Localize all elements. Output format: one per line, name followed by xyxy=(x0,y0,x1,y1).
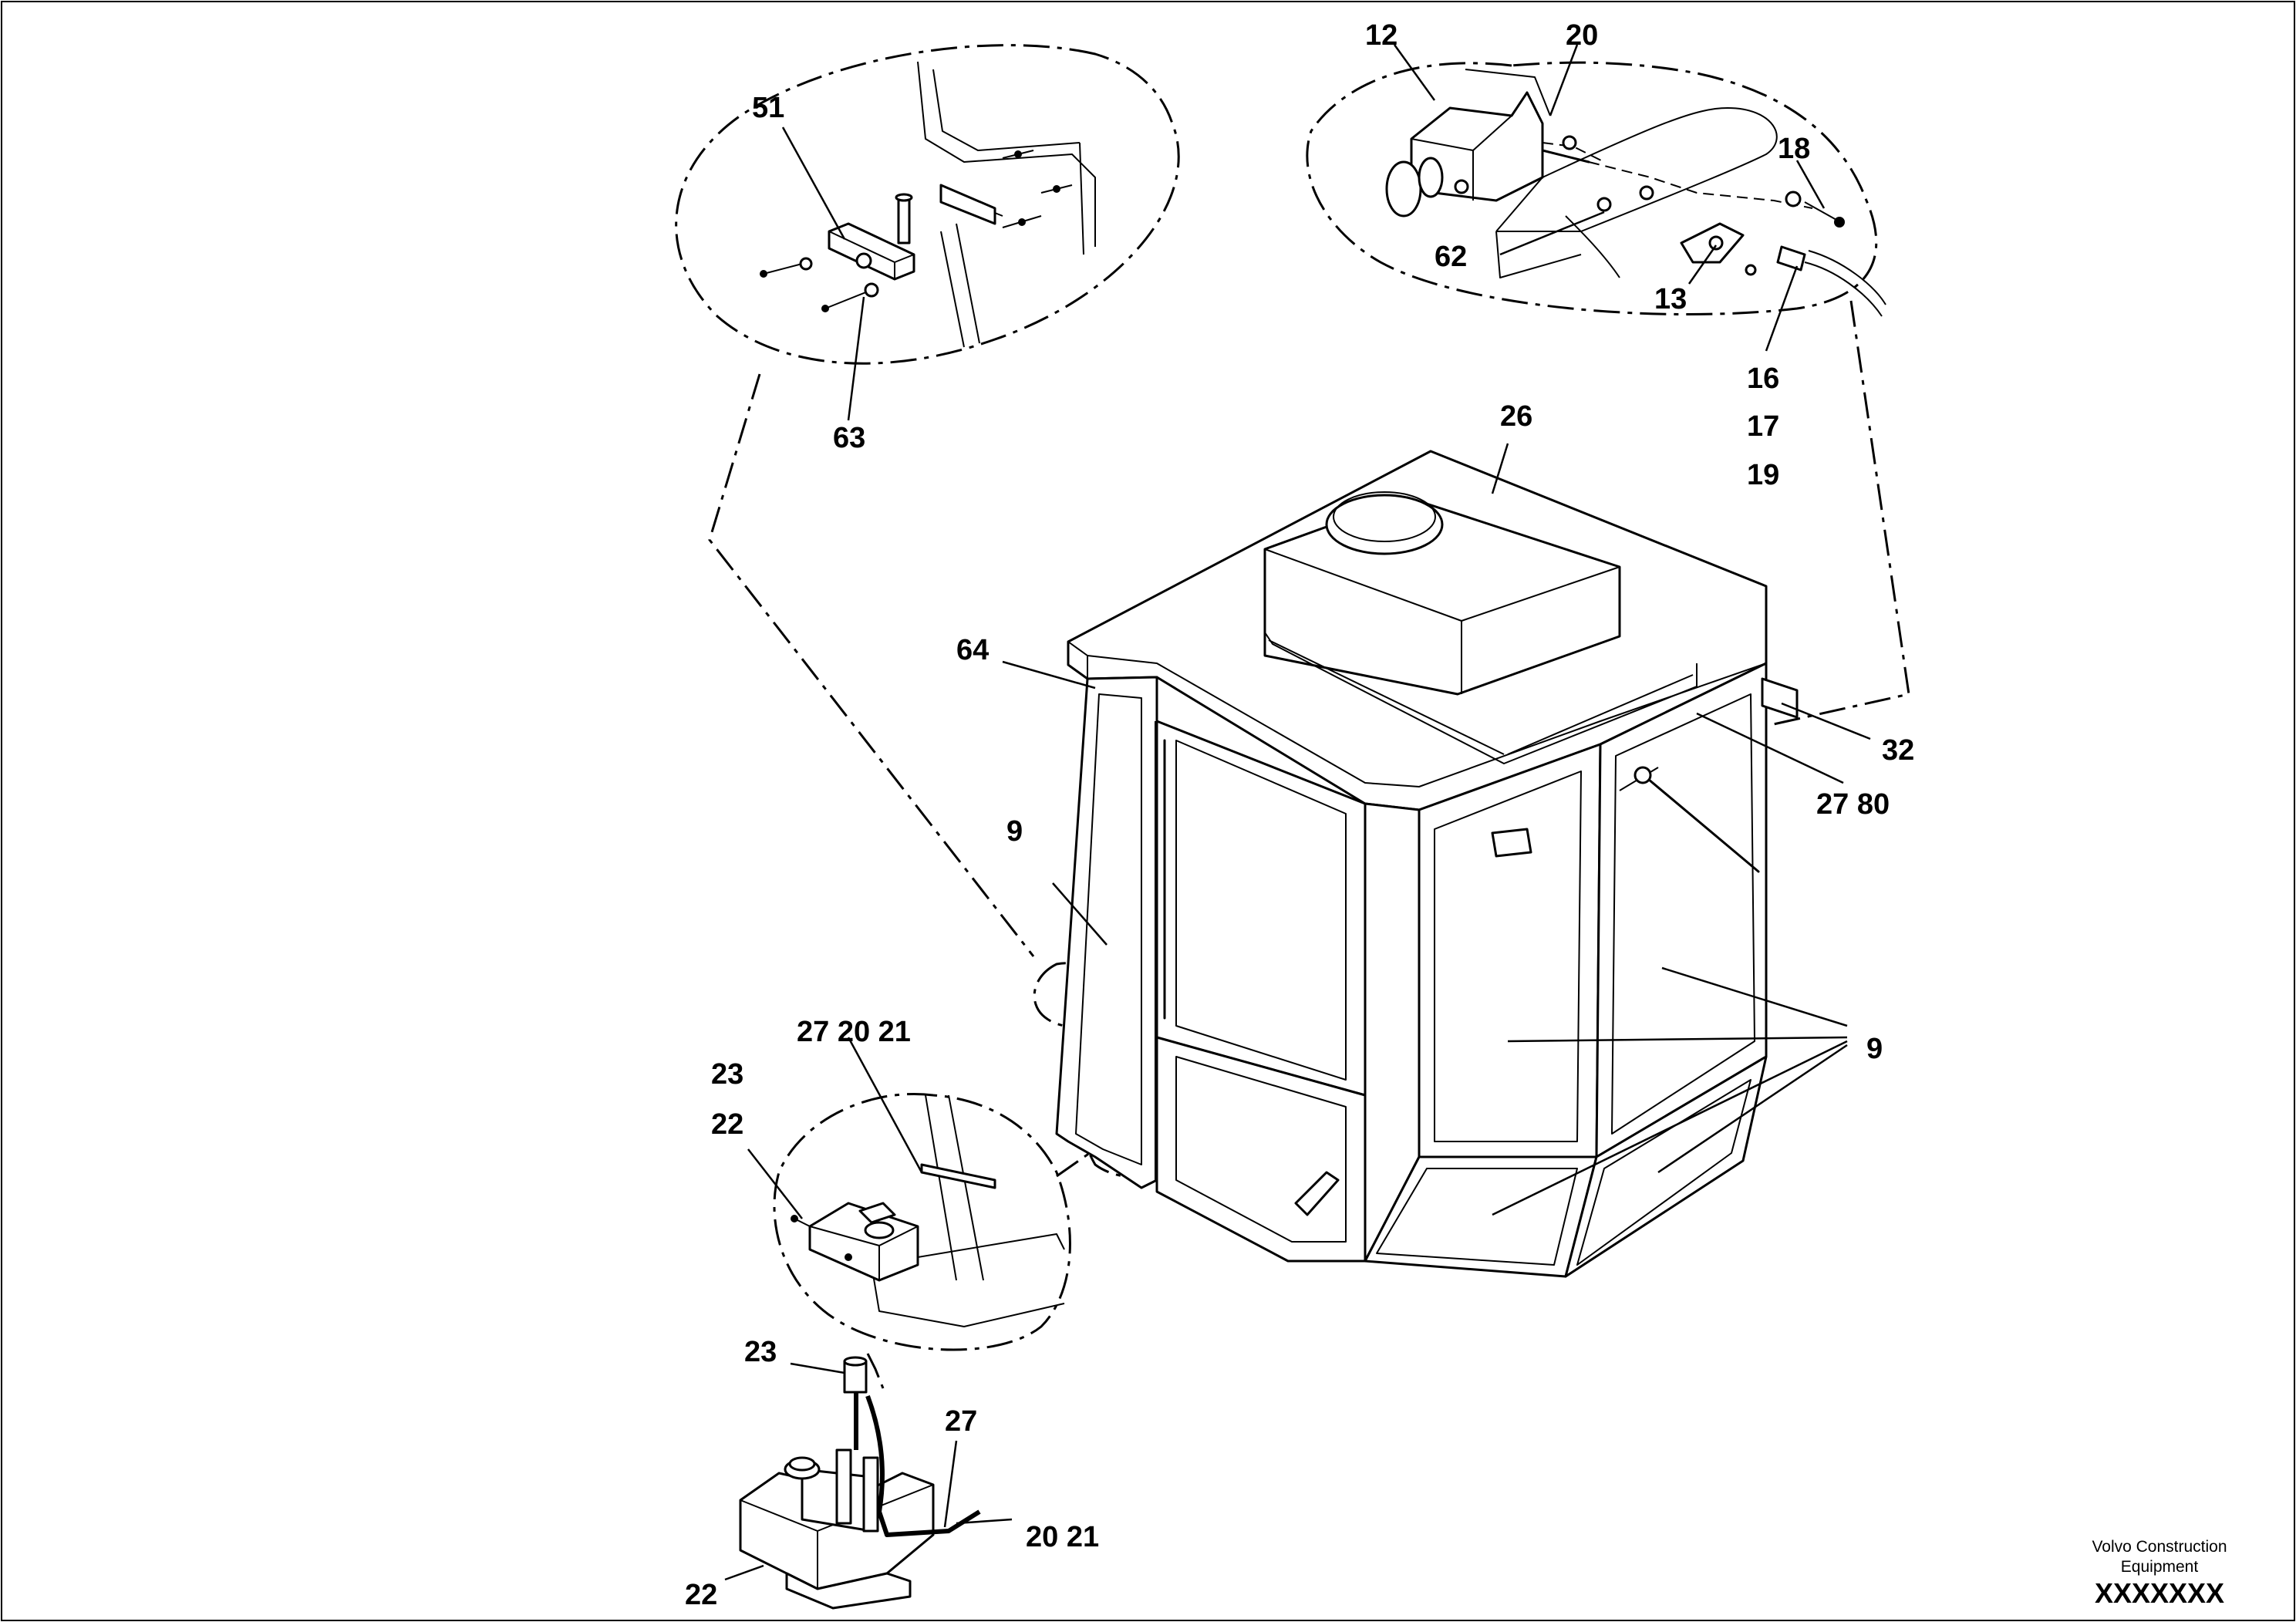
callout-22-lower: 22 xyxy=(685,1579,717,1611)
callout-23-lower: 23 xyxy=(744,1336,777,1368)
callout-20-top: 20 xyxy=(1566,19,1598,52)
drawing-code: XXXXXXX xyxy=(2095,1577,2224,1609)
callout-18: 18 xyxy=(1778,133,1810,165)
brand-line-2: Equipment xyxy=(2121,1558,2199,1576)
title-block: Volvo Construction Equipment XXXXXXX xyxy=(2092,1538,2227,1609)
leader-lines xyxy=(724,44,1871,1581)
callout-27-80: 27 80 xyxy=(1816,788,1890,821)
callout-23-upper: 23 xyxy=(711,1058,743,1091)
callout-27-lower: 27 xyxy=(945,1405,977,1438)
callout-22-upper: 22 xyxy=(711,1108,743,1141)
callout-62: 62 xyxy=(1435,241,1467,273)
washer-reservoir xyxy=(739,1353,981,1610)
callout-51: 51 xyxy=(752,92,784,124)
callout-32: 32 xyxy=(1882,734,1914,767)
callout-9-left: 9 xyxy=(1006,815,1023,848)
brand-line-1: Volvo Construction xyxy=(2092,1538,2227,1556)
callout-27-20-21: 27 20 21 xyxy=(797,1016,911,1048)
callout-16: 16 xyxy=(1747,363,1779,395)
callout-labels: 12 20 18 62 13 16 17 19 51 63 26 64 32 2… xyxy=(685,19,1914,1611)
detail-latch-bubble xyxy=(773,1093,1071,1351)
callout-13: 13 xyxy=(1654,283,1687,315)
callout-17: 17 xyxy=(1747,410,1779,443)
callout-9-right: 9 xyxy=(1866,1033,1883,1065)
callout-19: 19 xyxy=(1747,459,1779,491)
detail-hinge-bubble xyxy=(675,44,1180,365)
callout-64: 64 xyxy=(956,634,989,666)
callout-63: 63 xyxy=(833,422,865,454)
detail-wiper-motor-bubble xyxy=(1306,61,1886,317)
callout-26: 26 xyxy=(1500,400,1532,433)
cab-assembly xyxy=(1055,450,1799,1278)
callout-12: 12 xyxy=(1365,19,1397,52)
callout-20-21-lower: 20 21 xyxy=(1026,1521,1099,1553)
